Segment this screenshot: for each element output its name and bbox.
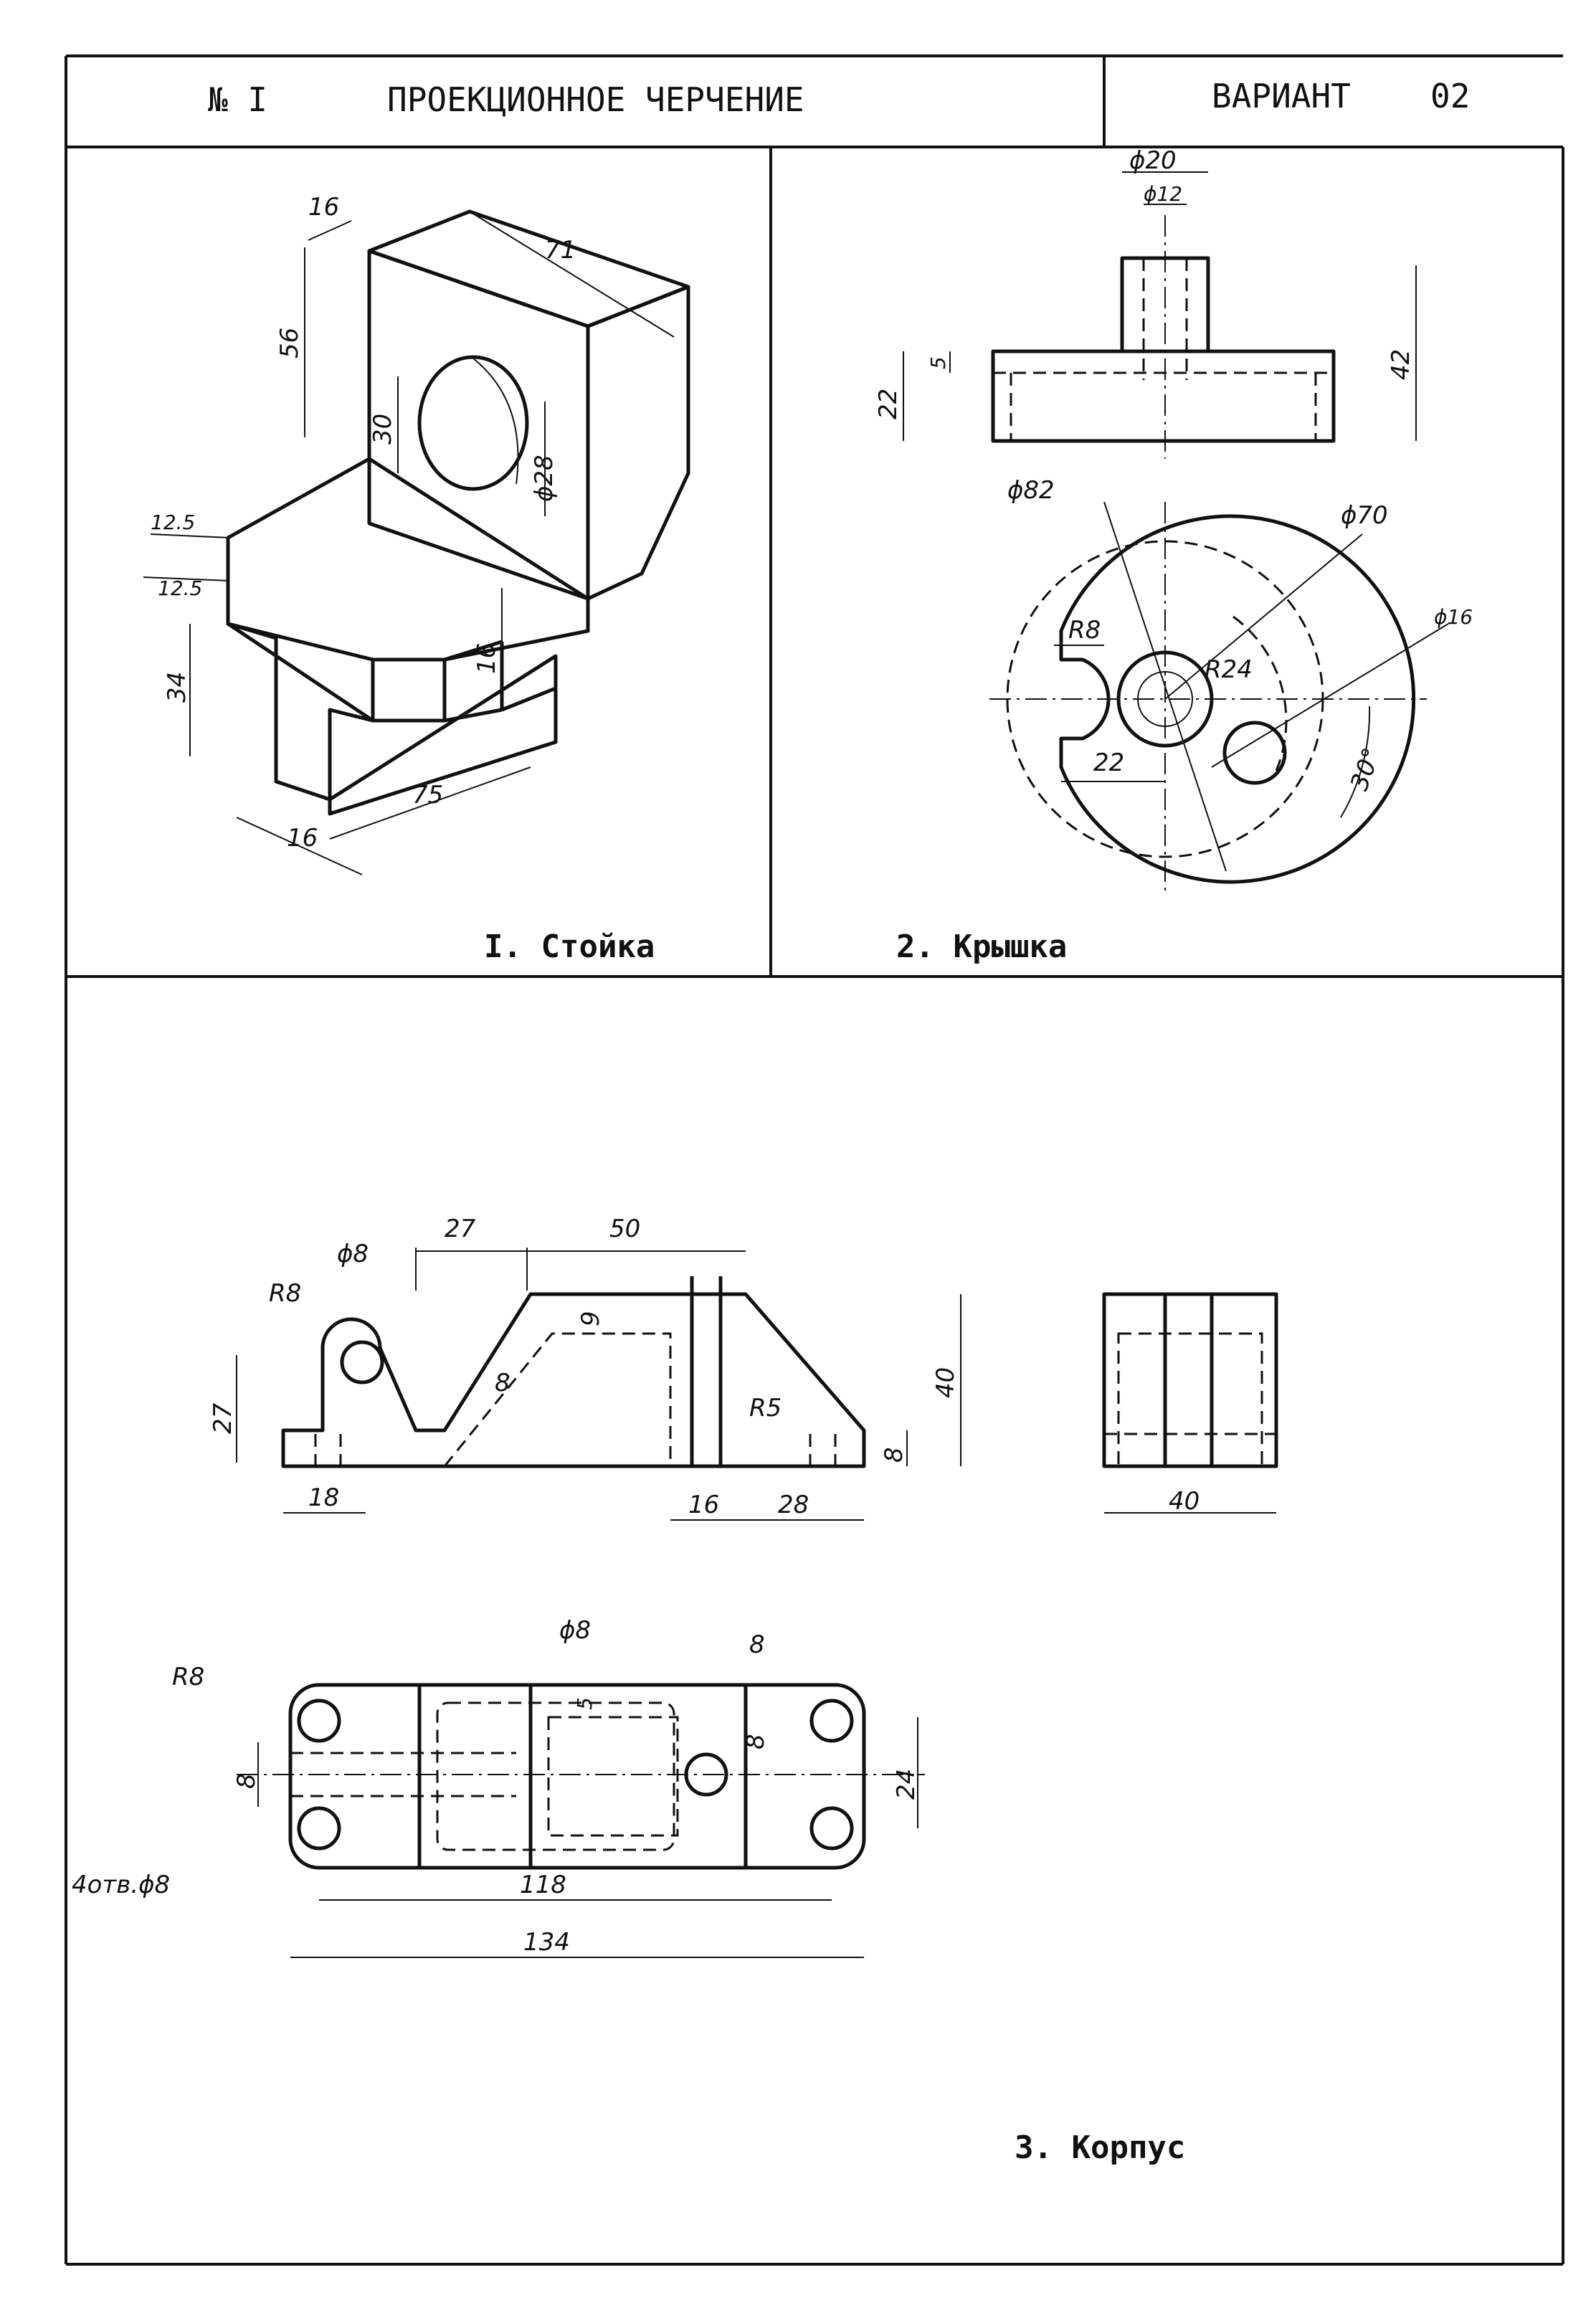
part2-front-view [903, 171, 1417, 459]
p3-dim-R8-top: R8 [172, 1663, 204, 1691]
p1-dim-16-mid: 16 [472, 643, 501, 674]
p2-dim-phi70: ϕ70 [1341, 501, 1388, 530]
p2-dim-R8: R8 [1068, 616, 1101, 645]
p1-dim-30: 30 [369, 414, 397, 445]
part3-front-view [236, 1248, 961, 1521]
p3-dim-R5: R5 [749, 1394, 782, 1422]
sheet-number: № I [208, 80, 267, 119]
part1-isometric-view [143, 209, 690, 875]
part2-dimension-labels: ϕ20 ϕ12 42 5 22 ϕ82 ϕ70 R8 R24 ϕ16 22 30… [874, 146, 1473, 965]
part3-dimension-labels: 27 50 ϕ8 R8 9 8 27 40 R5 8 18 16 28 40 ϕ… [72, 1215, 1200, 2166]
part2-label: 2. Крышка [896, 928, 1067, 965]
p3-dim-8-wall: 8 [495, 1369, 510, 1397]
p3-dim-24: 24 [892, 1769, 921, 1800]
p3-dim-27-height: 27 [209, 1402, 237, 1434]
p2-dim-phi20: ϕ20 [1129, 146, 1177, 175]
p1-dim-12.5-b: 12.5 [158, 576, 202, 600]
p3-dim-16: 16 [688, 1491, 719, 1519]
p3-dim-40-side: 40 [1169, 1487, 1200, 1516]
p3-dim-5: 5 [573, 1697, 597, 1710]
p2-dim-22-height: 22 [874, 389, 903, 419]
part3-top-view [237, 1683, 925, 1958]
p2-dim-22-width: 22 [1093, 749, 1124, 777]
p3-dim-50: 50 [609, 1215, 640, 1243]
p3-dim-118: 118 [520, 1871, 566, 1899]
p3-dim-9: 9 [576, 1311, 605, 1326]
p3-dim-phi8-front: ϕ8 [337, 1240, 369, 1268]
p3-dim-28: 28 [778, 1491, 809, 1519]
part3-side-view [1102, 1292, 1278, 1514]
variant-value: 02 [1430, 77, 1470, 115]
p2-dim-phi16: ϕ16 [1434, 605, 1473, 629]
title-block: № I ПРОЕКЦИОННОЕ ЧЕРЧЕНИЕ ВАРИАНТ 02 [208, 77, 1470, 119]
p2-dim-5: 5 [926, 356, 950, 369]
p1-dim-phi28: ϕ28 [530, 455, 559, 502]
part1-label: I. Стойка [484, 928, 655, 965]
p3-dim-8-slot-right: 8 [741, 1734, 770, 1749]
p1-dim-56: 56 [275, 328, 304, 358]
p3-dim-4holes-phi8: 4отв.ϕ8 [72, 1871, 170, 1899]
p1-dim-75: 75 [412, 781, 443, 809]
p2-dim-30deg: 30° [1345, 744, 1387, 794]
part1-dimension-labels: 16 71 56 30 ϕ28 12.5 12.5 34 16 75 16 I.… [151, 193, 655, 965]
p2-dim-42: 42 [1387, 349, 1415, 380]
p3-dim-18: 18 [308, 1483, 339, 1512]
p3-dim-8-base: 8 [880, 1447, 908, 1463]
p3-dim-R8-front: R8 [269, 1279, 301, 1308]
p1-dim-16-top: 16 [308, 193, 339, 222]
variant-label: ВАРИАНТ [1212, 77, 1351, 115]
p1-dim-16-bottom: 16 [287, 824, 318, 852]
p3-dim-134: 134 [523, 1928, 570, 1957]
p3-dim-8-slot-left: 8 [232, 1773, 261, 1789]
p3-dim-phi8-top: ϕ8 [559, 1616, 591, 1645]
p1-dim-34: 34 [163, 672, 191, 703]
part2-top-view [989, 501, 1449, 896]
sheet-frame [65, 54, 1564, 2266]
p2-dim-phi12: ϕ12 [1144, 182, 1182, 206]
p1-dim-12.5-a: 12.5 [151, 510, 195, 534]
p3-dim-40-height: 40 [931, 1367, 960, 1398]
p3-dim-27-width: 27 [445, 1215, 476, 1243]
p2-dim-phi82: ϕ82 [1007, 476, 1055, 505]
p3-dim-8-top-right: 8 [749, 1630, 765, 1659]
sheet-title: ПРОЕКЦИОННОЕ ЧЕРЧЕНИЕ [387, 80, 804, 119]
part3-label: 3. Корпус [1015, 2129, 1185, 2166]
p2-dim-R24: R24 [1205, 655, 1253, 684]
p1-dim-71: 71 [545, 236, 576, 265]
